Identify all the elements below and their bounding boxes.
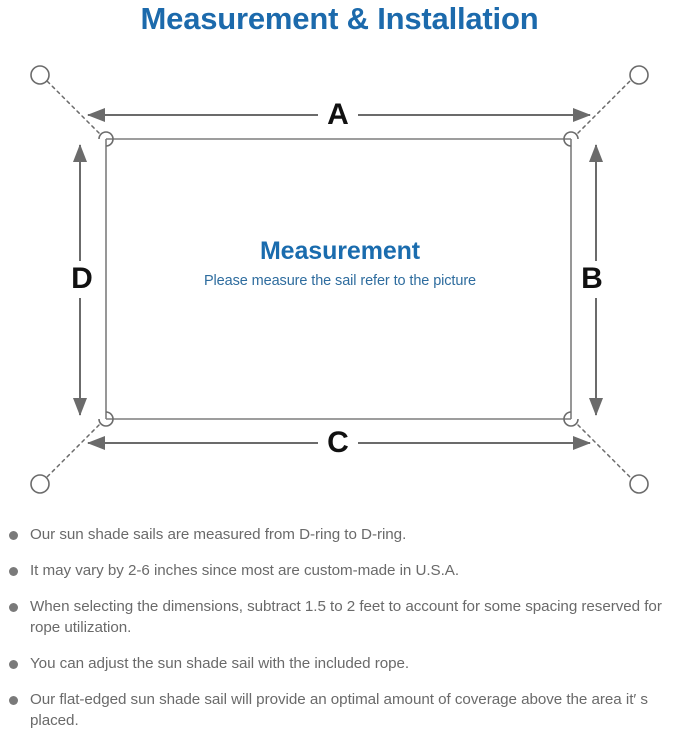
d-ring-bottom-right — [563, 411, 579, 427]
dimension-label-b: B — [578, 262, 606, 296]
note-text: It may vary by 2-6 inches since most are… — [30, 562, 460, 579]
anchor-point-bottom-left — [30, 474, 50, 494]
measurement-diagram: A B C D Measurement Please measure the s… — [0, 46, 679, 516]
list-item: When selecting the dimensions, subtract … — [0, 596, 679, 638]
note-text: When selecting the dimensions, subtract … — [30, 598, 662, 636]
measurement-caption-heading: Measurement — [259, 237, 421, 265]
notes-list: Our sun shade sails are measured from D-… — [0, 524, 679, 746]
diagram-svg — [30, 65, 649, 494]
sail-rectangle — [105, 138, 572, 420]
d-ring-top-left — [98, 131, 114, 147]
bullet-icon — [9, 603, 18, 612]
dimension-label-c: C — [320, 426, 356, 460]
dimension-label-a: A — [320, 98, 356, 132]
rope-lines — [46, 80, 631, 478]
anchor-point-bottom-right — [629, 474, 649, 494]
list-item: Our sun shade sails are measured from D-… — [0, 524, 679, 545]
list-item: It may vary by 2-6 inches since most are… — [0, 560, 679, 581]
d-ring-top-right — [563, 131, 579, 147]
bullet-icon — [9, 567, 18, 576]
page-title: Measurement & Installation — [140, 1, 539, 36]
list-item: You can adjust the sun shade sail with t… — [0, 653, 679, 674]
anchor-point-top-right — [629, 65, 649, 85]
note-text: You can adjust the sun shade sail with t… — [30, 655, 410, 672]
dimension-label-d: D — [68, 262, 96, 296]
bullet-icon — [9, 531, 18, 540]
note-text: Our flat-edged sun shade sail will provi… — [30, 691, 648, 729]
bullet-icon — [9, 660, 18, 669]
anchor-point-top-left — [30, 65, 50, 85]
note-text: Our sun shade sails are measured from D-… — [30, 526, 407, 543]
measurement-caption-subtext: Please measure the sail refer to the pic… — [203, 273, 477, 289]
d-ring-bottom-left — [98, 411, 114, 427]
list-item: Our flat-edged sun shade sail will provi… — [0, 689, 679, 731]
bullet-icon — [9, 696, 18, 705]
measurement-caption-block: Measurement Please measure the sail refe… — [120, 236, 560, 292]
